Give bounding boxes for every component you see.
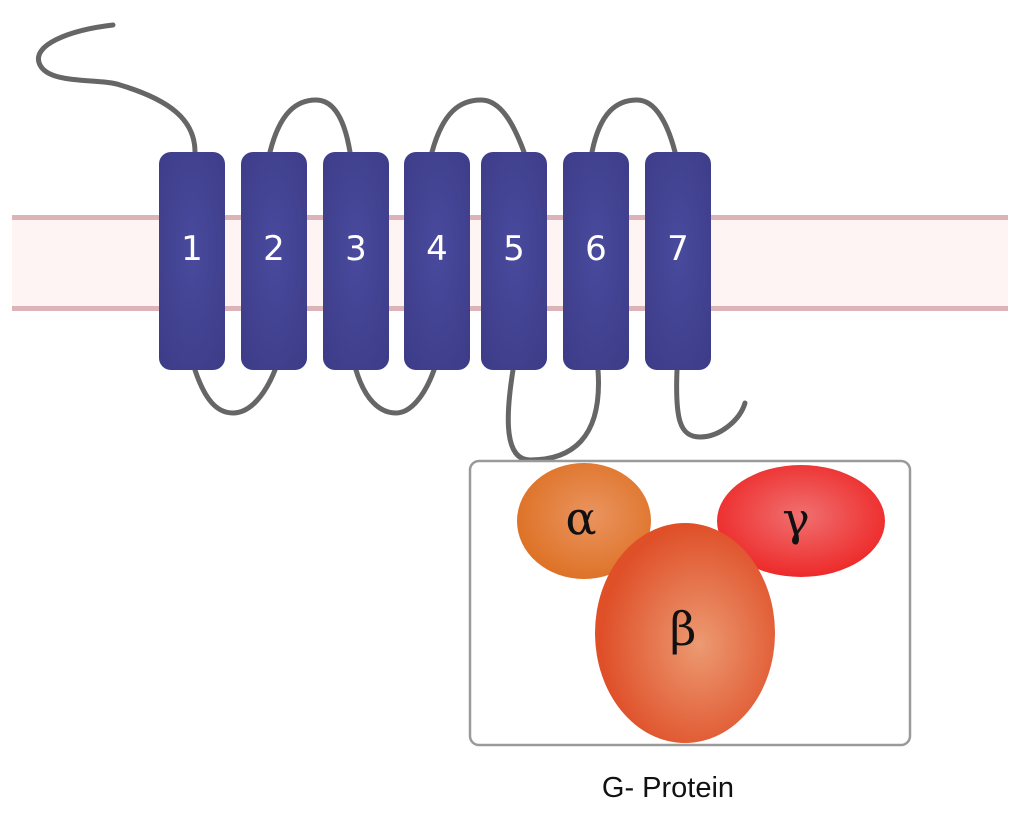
helix-3 (323, 152, 389, 370)
gamma-label: γ (782, 492, 810, 546)
gamma-subunit (717, 465, 885, 577)
helix-4 (404, 152, 470, 370)
helix-2 (241, 152, 307, 370)
transmembrane-helices: 1 2 3 4 5 6 7 (159, 152, 711, 370)
helix-1 (159, 152, 225, 370)
helix-1-label: 1 (181, 229, 203, 269)
helix-3-label: 3 (345, 229, 367, 269)
extracellular-loop-3 (589, 97, 678, 155)
alpha-label: α (565, 491, 596, 545)
helix-7-label: 7 (667, 229, 689, 269)
extracellular-loop-1 (267, 97, 353, 155)
extracellular-loop-2 (429, 97, 527, 155)
helix-5-label: 5 (503, 229, 525, 269)
helix-7 (645, 152, 711, 370)
beta-label: β (670, 602, 697, 656)
intracellular-loop-2 (353, 367, 437, 416)
helix-4-label: 4 (426, 229, 448, 269)
c-terminus-tail (674, 367, 748, 440)
alpha-subunit (517, 463, 651, 579)
helix-2-label: 2 (263, 229, 285, 269)
g-protein-caption: G- Protein (602, 772, 734, 804)
beta-subunit (595, 523, 775, 743)
n-terminus-tail (36, 22, 198, 155)
helix-5 (481, 152, 547, 370)
g-protein: α β γ G- Protein (468, 459, 912, 804)
intracellular-loop-3 (505, 367, 601, 463)
intracellular-loop-1 (192, 367, 278, 416)
helix-6-label: 6 (585, 229, 607, 269)
helix-6 (563, 152, 629, 370)
